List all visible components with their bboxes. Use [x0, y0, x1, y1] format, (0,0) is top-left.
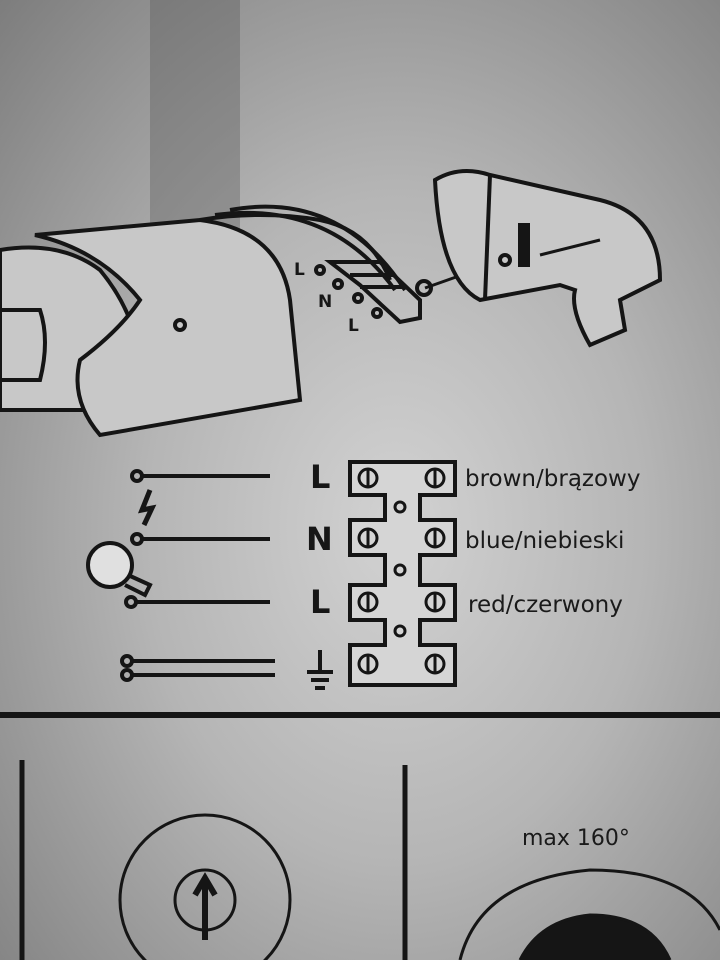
- wires: [86, 469, 275, 682]
- terminal-block-3d: [314, 260, 422, 325]
- terminal-symbol-n: N: [306, 520, 333, 558]
- device-label-l1: L: [294, 260, 305, 280]
- mounting-bracket: [432, 169, 663, 348]
- wire-color-red: red/czerwony: [468, 592, 623, 618]
- wire-color-brown: brown/brązowy: [465, 466, 641, 492]
- wire-color-blue: blue/niebieski: [465, 528, 625, 554]
- device-label-n: N: [318, 292, 333, 312]
- max-angle-label: max 160°: [522, 826, 630, 851]
- luminaire-housing: [0, 204, 407, 438]
- device-label-l2: L: [348, 316, 359, 336]
- terminal-symbol-l: L: [310, 458, 331, 496]
- rotation-diagrams: [118, 813, 720, 960]
- earth-symbol: [307, 650, 333, 690]
- terminal-strip: [348, 460, 457, 687]
- terminal-symbol-l2: L: [310, 583, 331, 621]
